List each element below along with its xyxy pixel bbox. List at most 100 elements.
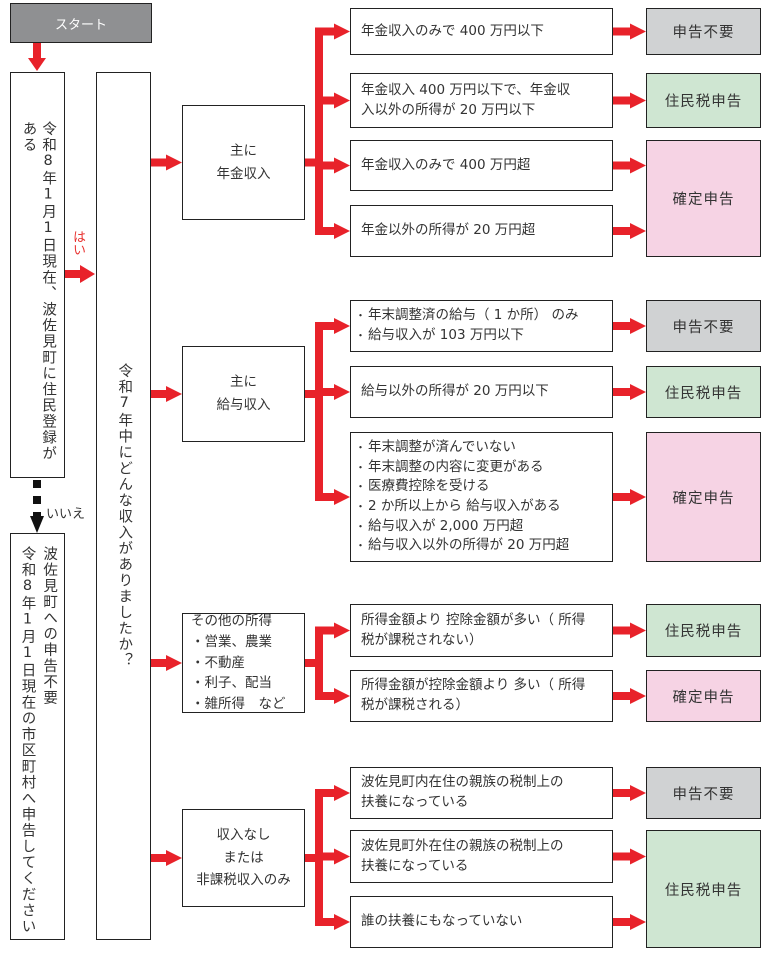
condition-box: 年金収入のみで 400 万円超 — [350, 140, 613, 191]
arrow-head — [334, 384, 350, 400]
arrow-to-category — [151, 386, 182, 402]
arrow-shaft — [613, 161, 632, 170]
result-resident-tax: 住民税申告 — [646, 366, 761, 418]
arrow-shaft — [319, 789, 336, 797]
result-label: 申告不要 — [672, 786, 735, 803]
arrow-to-result — [613, 622, 646, 639]
condition-box: 年金収入のみで 400 万円以下 — [350, 8, 613, 55]
condition-text: 年金収入のみで 400 万円以下 — [361, 22, 544, 39]
result-label: 住民税申告 — [664, 385, 743, 402]
result-final-return: 確定申告 — [646, 432, 761, 562]
arrow-yes — [64, 265, 95, 283]
arrow-shaft — [613, 692, 632, 700]
arrow-to-condition — [319, 92, 350, 109]
arrow-shaft — [319, 918, 336, 926]
result-no-filing: 申告不要 — [646, 767, 761, 819]
arrow-to-condition — [319, 23, 350, 40]
arrow-shaft — [613, 27, 632, 36]
arrow-shaft — [319, 96, 336, 105]
arrow-shaft — [613, 852, 632, 861]
arrow-head — [630, 157, 646, 174]
arrow-shaft — [613, 918, 632, 926]
condition-bullet: 年末調整が済んでいない — [361, 438, 612, 458]
condition-text: 年金収入のみで 400 万円超 — [361, 156, 531, 173]
arrow-to-condition — [319, 489, 350, 505]
arrow-shaft — [151, 854, 168, 862]
branch-trunk — [315, 626, 323, 700]
arrow-to-category — [151, 850, 182, 866]
arrow-head — [630, 92, 646, 109]
condition-box: 誰の扶養にもなっていない — [350, 896, 613, 948]
arrow-to-result — [613, 785, 646, 801]
arrow-head — [630, 848, 646, 865]
arrow-head — [630, 384, 646, 400]
result-no-filing: 申告不要 — [646, 300, 761, 352]
category-box: 収入なしまたは非課税収入のみ — [182, 809, 305, 907]
arrow-head — [630, 785, 646, 801]
category-box: その他の所得・営業、農業・不動産・利子、配当・雑所得 など — [182, 613, 305, 713]
category-bullet: ・不動産 — [191, 654, 245, 671]
condition-box: 年末調整が済んでいない年末調整の内容に変更がある医療費控除を受ける2 か所以上か… — [350, 432, 613, 562]
question-income-box: 令和7年中にどんな収入がありましたか？ — [96, 72, 151, 940]
arrow-no — [30, 480, 44, 533]
arrow-to-condition — [319, 785, 350, 801]
arrow-shaft — [319, 493, 336, 501]
result-resident-tax: 住民税申告 — [646, 604, 761, 657]
category-title-line: 年金収入 — [216, 165, 271, 182]
arrow-shaft — [151, 390, 168, 398]
condition-box: 所得金額より 控除金額が多い（ 所得税が課税されない） — [350, 604, 613, 657]
condition-text: 波佐見町内在住の親族の税制上の — [361, 774, 564, 791]
arrow-shaft — [319, 161, 336, 170]
arrow-shaft — [613, 388, 632, 396]
branch-stub — [305, 390, 323, 398]
branch-stub — [305, 854, 323, 862]
result-final-return: 確定申告 — [646, 670, 761, 722]
arrow-shaft — [613, 626, 632, 635]
branch-trunk — [315, 27, 323, 235]
arrow-to-condition — [319, 914, 350, 930]
category-title-line: 主に — [230, 142, 257, 159]
result-label: 住民税申告 — [664, 882, 743, 899]
answer-yes-label: はい — [70, 230, 85, 256]
arrow-shaft — [151, 158, 168, 167]
arrow-shaft — [613, 227, 632, 235]
arrow-shaft — [151, 659, 168, 667]
category-bullet: ・利子、配当 — [191, 675, 272, 692]
condition-bullet: 医療費控除を受ける — [361, 477, 612, 497]
category-title-line: または — [223, 849, 264, 866]
category-title-line: 収入なし — [216, 826, 271, 843]
category-title-line: 非課税収入のみ — [196, 872, 291, 889]
condition-text: 誰の扶養にもなっていない — [361, 913, 523, 930]
condition-text: 年金以外の所得が 20 万円超 — [361, 222, 536, 239]
answer-no-label: いいえ — [46, 507, 86, 522]
arrow-shaft — [613, 96, 632, 105]
condition-text: 税が課税されない） — [361, 631, 483, 648]
condition-text: 年金収入 400 万円以下で、年金収 — [361, 81, 571, 98]
condition-bullet: 年末調整済の給与（ 1 か所） のみ — [361, 306, 612, 326]
condition-text: 所得金額が控除金額より 多い（ 所得 — [361, 677, 586, 694]
category-bullet: ・雑所得 など — [191, 696, 286, 713]
arrow-shaft — [319, 852, 336, 861]
condition-text: 所得金額より 控除金額が多い（ 所得 — [361, 611, 586, 628]
condition-box: 波佐見町内在住の親族の税制上の扶養になっている — [350, 767, 613, 819]
arrow-head — [630, 223, 646, 239]
arrow-to-condition — [319, 688, 350, 704]
condition-text: 波佐見町外在住の親族の税制上の — [361, 837, 564, 854]
arrow-shaft — [319, 227, 336, 235]
arrow-to-category — [151, 154, 182, 171]
condition-bullet: 給与収入が 103 万円以下 — [361, 326, 612, 346]
result-label: 確定申告 — [672, 192, 735, 208]
category-box: 主に給与収入 — [182, 346, 305, 442]
condition-text: 給与以外の所得が 20 万円以下 — [361, 383, 549, 400]
branch-trunk — [315, 322, 323, 501]
branch-arrows — [151, 23, 646, 930]
arrow-head — [166, 655, 182, 671]
condition-box: 波佐見町外在住の親族の税制上の扶養になっている — [350, 830, 613, 883]
condition-text: 扶養になっている — [361, 857, 469, 874]
arrow-head — [630, 23, 646, 40]
category-title-line: 給与収入 — [216, 397, 271, 413]
category-box: 主に年金収入 — [182, 105, 305, 220]
arrow-to-condition — [319, 622, 350, 639]
condition-bullet: 給与収入以外の所得が 20 万円超 — [361, 536, 612, 556]
